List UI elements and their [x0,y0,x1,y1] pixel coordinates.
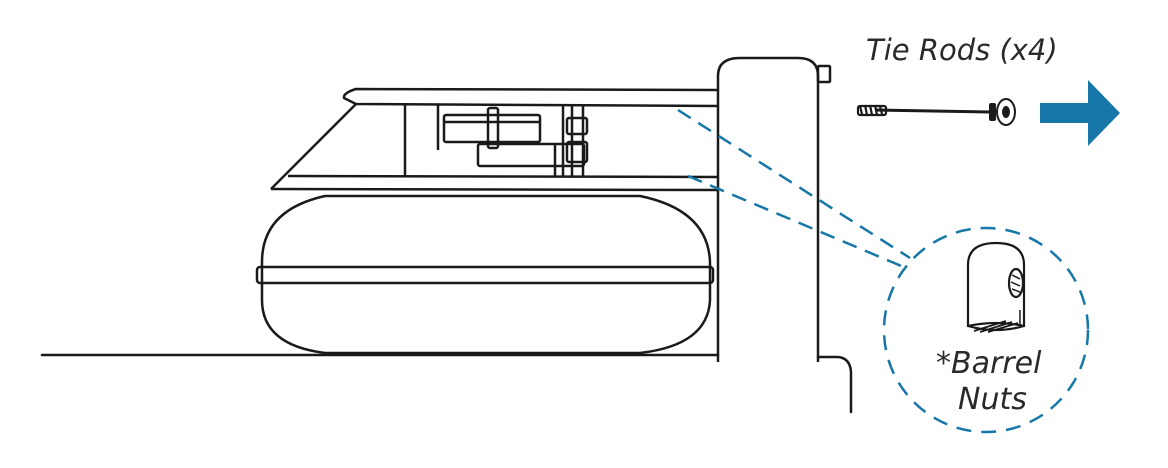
cushion [255,194,715,355]
leader-lines [677,108,911,270]
arrow-right-icon [1040,80,1120,146]
barrel-nut-callout: *Barrel Nuts [882,226,1090,434]
barrel-nuts-label-line1: *Barrel [936,346,1042,381]
base-unit [270,87,719,192]
floor [40,353,853,414]
tie-rod-icon [856,98,1016,126]
post [716,56,832,362]
barrel-nut-icon [966,241,1026,333]
tie-rods-label: Tie Rods (x4) [866,33,1058,67]
barrel-nuts-label-line2: Nuts [958,382,1027,417]
